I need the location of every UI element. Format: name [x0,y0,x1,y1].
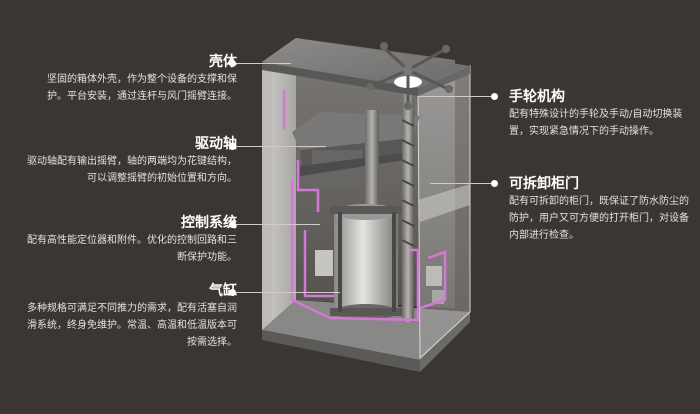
callout-removable-door: 可拆卸柜门 配有可拆卸的柜门，既保证了防水防尘的防护，用户又可方便的打开柜门，对… [509,175,689,244]
callout-shell-desc: 坚固的箱体外壳，作为整个设备的支撑和保护。平台安装，通过连杆与风门摇臂连接。 [47,74,237,102]
callout-handwheel-title: 手轮机构 [509,89,565,105]
callout-removable-door-desc: 配有可拆卸的柜门，既保证了防水防尘的防护，用户又可方便的打开柜门，对设备内部进行… [509,196,689,241]
callout-cylinder-desc: 多种规格可满足不同推力的需求，配有活塞自润滑系统，终身免维护。常温、高温和低温版… [27,303,237,348]
callout-shell-title: 壳体 [209,54,237,70]
shell-leader [236,63,291,64]
drive-shaft-arm [292,112,420,188]
handwheel-leader [418,96,491,97]
callout-drive-shaft: 驱动轴 驱动轴配有输出摇臂，轴的两端均为花键结构，可以调整摇臂的初始位置和方向。 [20,135,237,187]
control-tubing [282,90,447,322]
air-cylinder [330,204,402,320]
shell-dot [229,60,236,67]
door-dot [491,180,498,187]
positioner [315,250,444,304]
callout-control-system-desc: 配有高性能定位器和附件。优化的控制回路和三断保护功能。 [27,235,237,263]
control-leader [236,224,320,225]
callout-cylinder: 气缸 多种规格可满足不同推力的需求，配有活塞自润滑系统，终身免维护。常温、高温和… [20,282,237,351]
shaft-leader [236,146,326,147]
callout-removable-door-title: 可拆卸柜门 [509,176,579,192]
shaft-dot [229,143,236,150]
handwheel [366,42,453,110]
callout-drive-shaft-title: 驱动轴 [195,136,237,152]
callout-handwheel: 手轮机构 配有特殊设计的手轮及手动/自动切换装置，实现紧急情况下的手动操作。 [509,88,689,140]
removable-door [417,65,471,360]
callout-control-system-title: 控制系统 [181,215,237,231]
door-leader [430,183,491,184]
control-dot [229,221,236,228]
callout-control-system: 控制系统 配有高性能定位器和附件。优化的控制回路和三断保护功能。 [20,214,237,266]
callout-drive-shaft-desc: 驱动轴配有输出摇臂，轴的两端均为花键结构，可以调整摇臂的初始位置和方向。 [27,156,237,184]
handwheel-dot [491,93,498,100]
callout-handwheel-desc: 配有特殊设计的手轮及手动/自动切换装置，实现紧急情况下的手动操作。 [509,109,683,137]
callout-shell: 壳体 坚固的箱体外壳，作为整个设备的支撑和保护。平台安装，通过连杆与风门摇臂连接… [30,53,237,105]
cylinder-dot [229,289,236,296]
callout-cylinder-title: 气缸 [209,283,237,299]
side-panel [262,38,296,330]
cylinder-leader [236,292,340,293]
